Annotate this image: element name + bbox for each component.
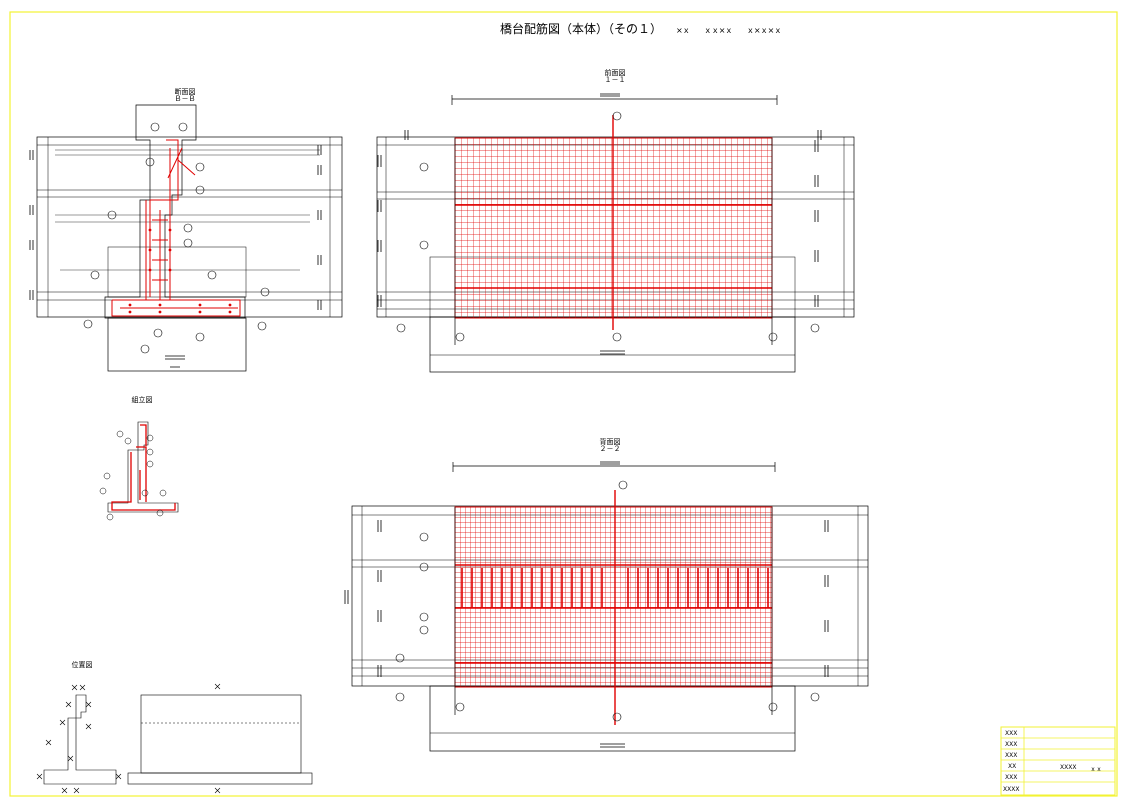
- assembly-view: 組立図: [99, 395, 179, 521]
- section-view-subtitle: Ｂ－Ｂ: [175, 95, 196, 103]
- sheet-frame: [9, 11, 1118, 797]
- title-block-row: XXXX: [1003, 786, 1019, 793]
- front-view: 前面図 １－１: [376, 68, 855, 373]
- section-view: 断面図 Ｂ－Ｂ: [29, 87, 343, 372]
- back-view-title: 背面図: [600, 437, 621, 446]
- back-view: 背面図 ２－２: [344, 437, 869, 752]
- front-view-title: 前面図: [605, 68, 626, 77]
- title-block-rows: XXX XXX XXX XX XXX XXXX XXXX ｘｘ: [1003, 730, 1102, 793]
- drawing-title-suffix: ｘｘ×ｘ: [703, 26, 733, 35]
- back-view-subtitle: ２－２: [600, 445, 621, 453]
- drawing-title-suffix: ｘ×ｘ×ｘ: [746, 26, 782, 35]
- location-map: 位置図: [36, 660, 313, 794]
- drawing-title-suffix: ×ｘ: [676, 26, 690, 35]
- title-block-row: XX: [1008, 763, 1016, 770]
- title-block-row: XXX: [1005, 741, 1017, 748]
- title-block-unit: ｘｘ: [1090, 766, 1102, 773]
- title-block-row: XXX: [1005, 774, 1017, 781]
- drawing-title: 橋台配筋図（本体）（その１） ×ｘ ｘｘ×ｘ ｘ×ｘ×ｘ: [500, 20, 782, 37]
- title-block-row: XXX: [1005, 752, 1017, 759]
- drawing-title-text: 橋台配筋図（本体）（その１）: [500, 22, 663, 36]
- title-block-row: XXX: [1005, 730, 1017, 737]
- title-block-value: XXXX: [1060, 764, 1076, 771]
- location-map-title: 位置図: [72, 660, 93, 669]
- title-block: [1000, 726, 1116, 796]
- section-view-title: 断面図: [175, 87, 196, 96]
- front-view-subtitle: １－１: [605, 76, 626, 84]
- assembly-view-title: 組立図: [132, 395, 153, 404]
- back-rebar-mesh: [455, 507, 772, 687]
